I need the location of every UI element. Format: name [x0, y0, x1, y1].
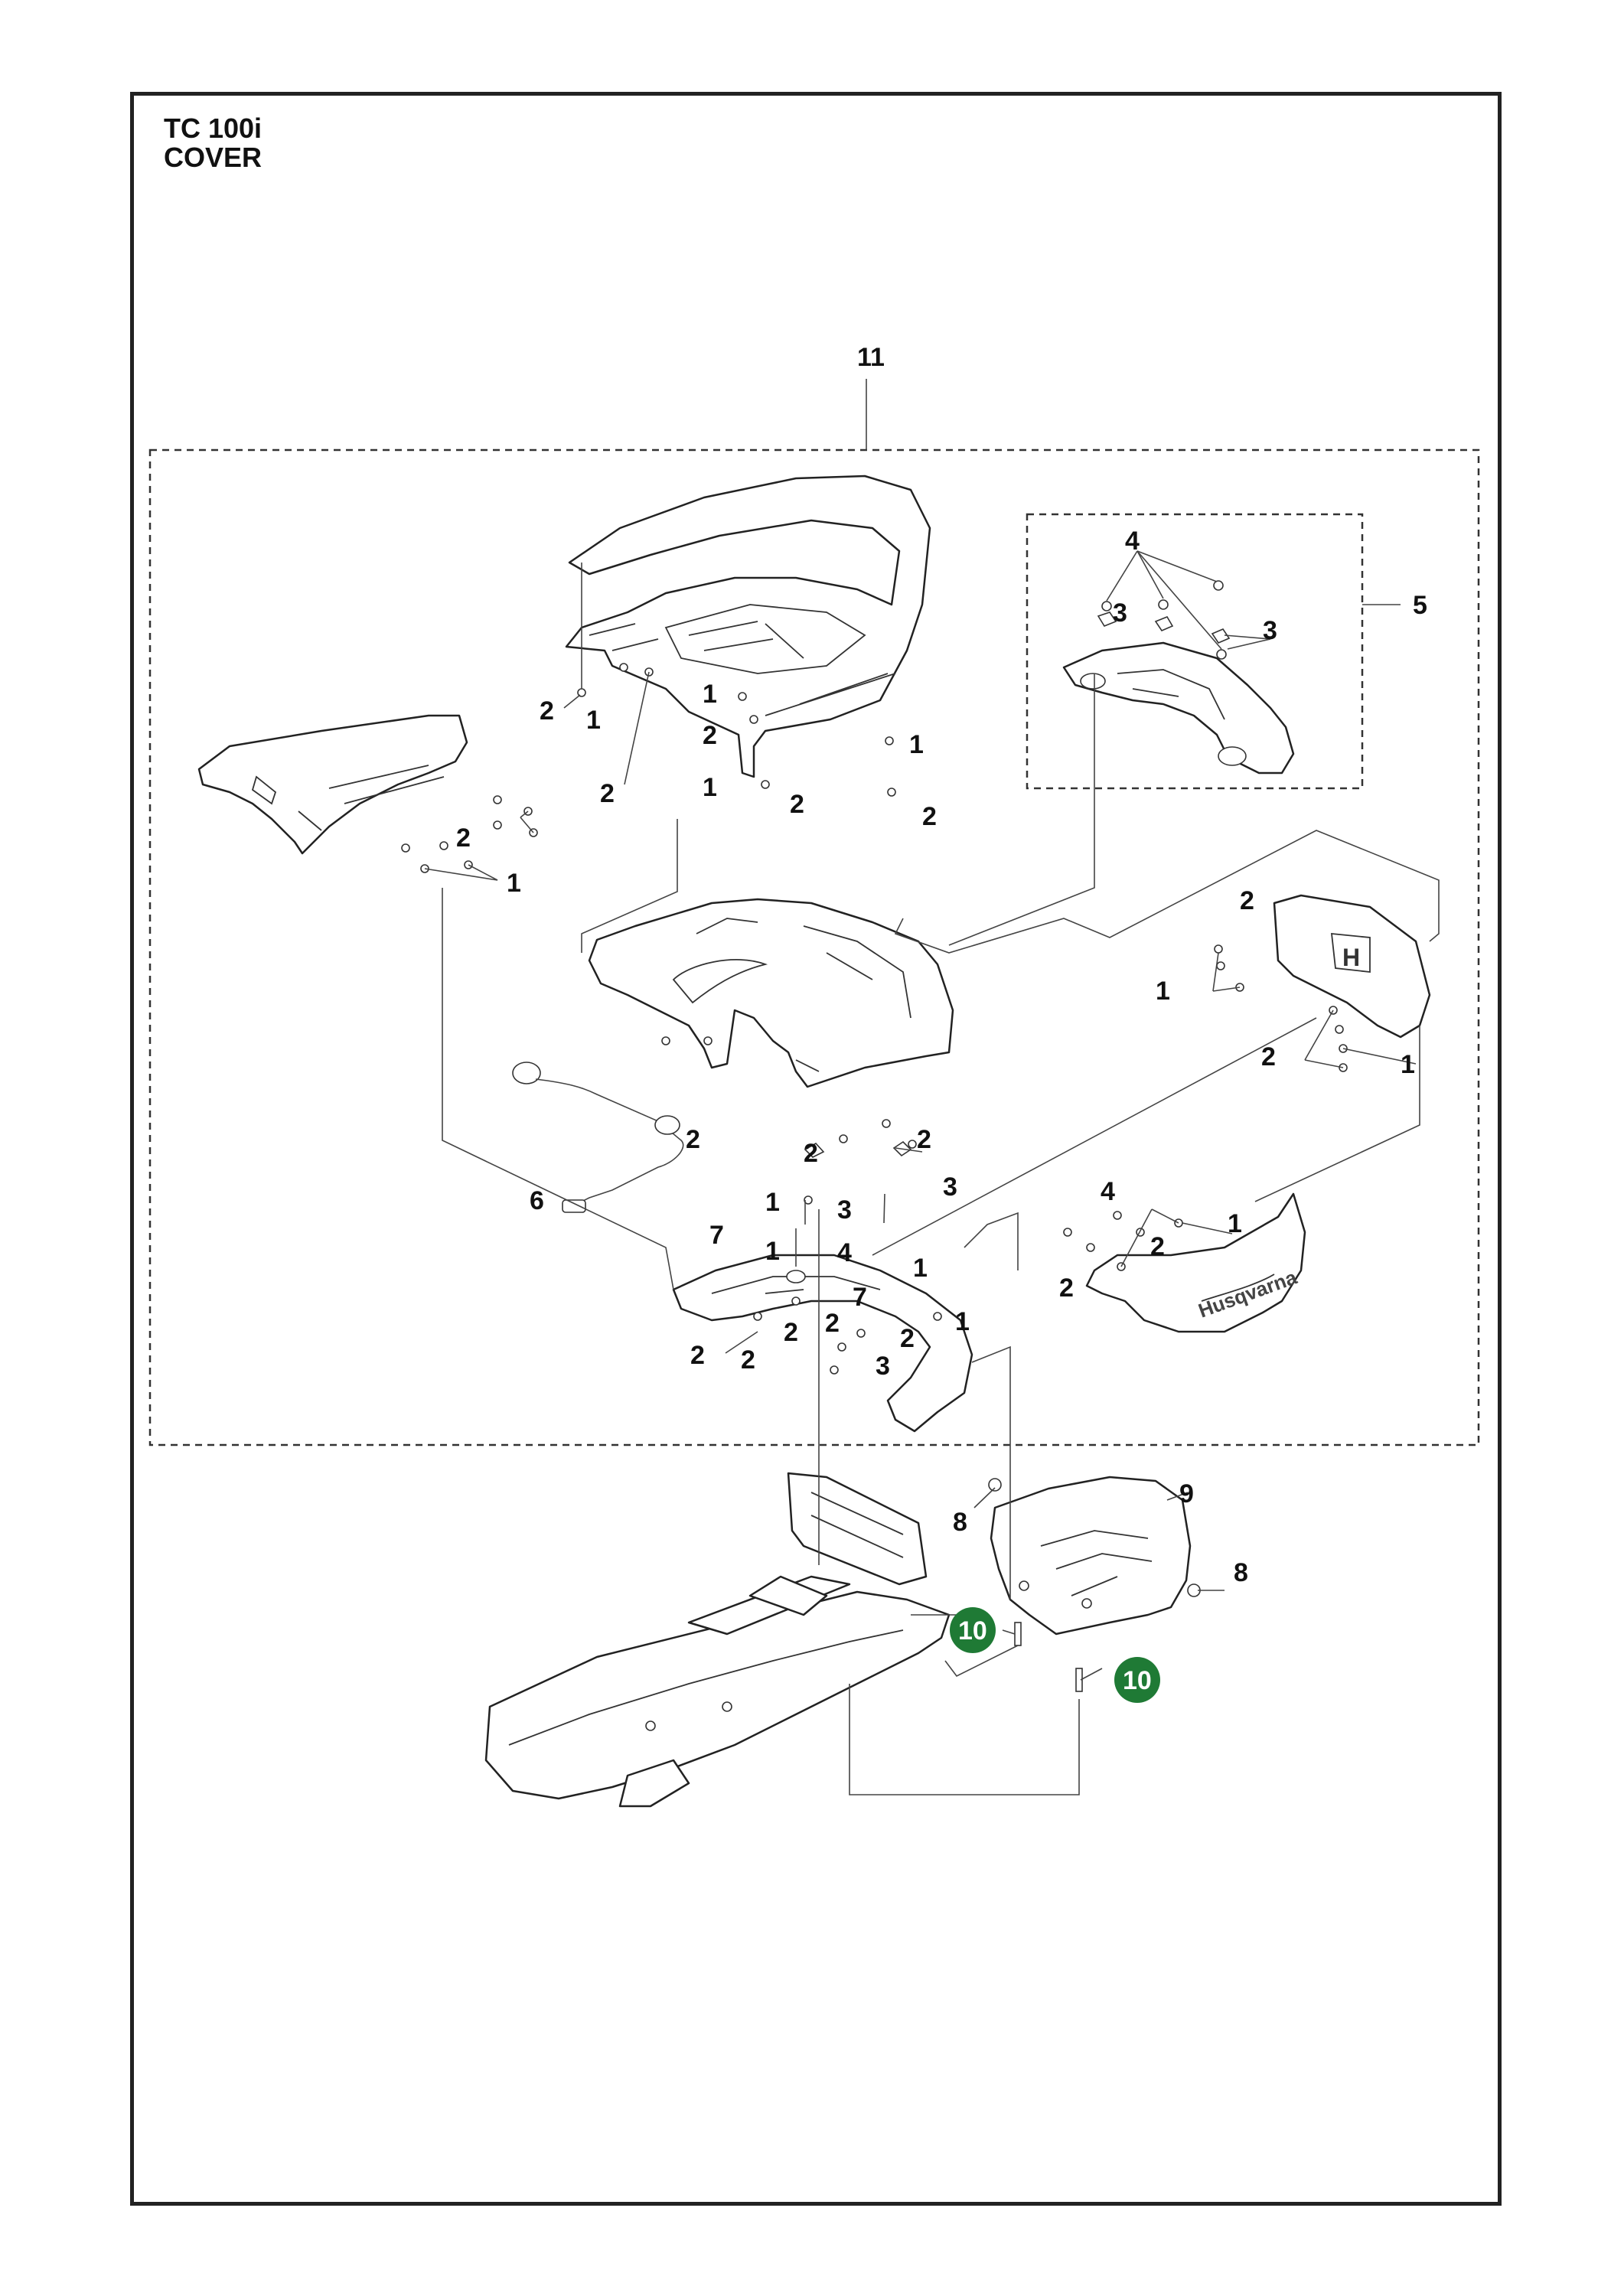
callout-2: 2: [540, 696, 554, 726]
callout-11: 11: [857, 343, 885, 372]
callout-labels: 11 5 6 7 7 9 8 8 10 10 4 3 3 2 1 2 1 2 1…: [456, 343, 1427, 1695]
callout-2: 1: [765, 1237, 780, 1266]
drawing-frame: [130, 92, 1502, 2206]
callout-8: 8: [1234, 1558, 1248, 1587]
callout-2: 2: [686, 1125, 700, 1154]
callout-9: 9: [1179, 1479, 1194, 1508]
callout-2: 2: [825, 1309, 840, 1338]
callout-1: 1: [703, 680, 717, 709]
callout-10: 10: [1123, 1666, 1152, 1695]
callout-3: 2: [900, 1324, 915, 1353]
callout-7: 7: [709, 1221, 724, 1250]
left-side-panel-part: [197, 714, 468, 855]
callout-2: 2: [703, 721, 717, 750]
callout-4: 1: [765, 1188, 780, 1217]
callout-4: 3: [876, 1352, 890, 1381]
callout-2: 2: [690, 1341, 705, 1370]
rear-cover-part: [990, 1476, 1192, 1636]
rear-cover-fasteners: [988, 1478, 1201, 1692]
callout-1: 2: [1059, 1274, 1074, 1303]
badge-10-left: [950, 1607, 996, 1653]
callout-leaders: [424, 550, 1417, 1681]
callout-4: 3: [943, 1172, 957, 1202]
callout-3: 3: [1113, 598, 1127, 628]
callout-10: 10: [958, 1616, 987, 1645]
callout-2: 4: [1101, 1177, 1115, 1206]
callout-1: 1: [1228, 1209, 1242, 1238]
assembly-5-boundary: [1026, 513, 1364, 790]
section-title: COVER: [164, 142, 263, 173]
wiring-harness-part: [512, 1062, 684, 1213]
model-title: TC 100i: [164, 113, 263, 144]
callout-2: 1: [1156, 977, 1170, 1006]
callout-1: 2: [1150, 1232, 1165, 1261]
lower-right-panel-fasteners: [1063, 1211, 1183, 1271]
chassis-frame-part: [484, 1472, 951, 1808]
callout-7: 7: [853, 1283, 867, 1312]
right-fender-fasteners: [1214, 944, 1348, 1072]
callout-2: 2: [600, 779, 615, 808]
callout-2: 1: [507, 869, 521, 898]
right-fender-part: H: [1273, 894, 1431, 1039]
callout-2: 2: [1261, 1042, 1276, 1071]
callout-2: 1: [913, 1254, 928, 1283]
callout-2: 2: [922, 802, 937, 831]
assembly-5-fasteners: [1097, 580, 1231, 660]
callout-3: 2: [804, 1139, 818, 1168]
front-foot-panel-part: [672, 1254, 973, 1433]
front-panel-fasteners: [753, 1296, 942, 1375]
top-cover-part: [565, 475, 931, 778]
callout-1: 3: [837, 1195, 852, 1225]
console-fasteners: [661, 1036, 917, 1205]
svg-text:H: H: [1342, 944, 1360, 971]
callout-3: 2: [784, 1318, 798, 1347]
assembly-guide-lines: [442, 673, 1440, 1795]
callout-4: 4: [1125, 527, 1140, 556]
callout-4: 2: [741, 1345, 755, 1375]
callout-2: 2: [790, 790, 804, 819]
badge-10-right: [1114, 1657, 1160, 1703]
callout-1: 1: [703, 773, 717, 802]
callout-8: 8: [953, 1508, 967, 1537]
callout-1: 2: [1240, 886, 1254, 915]
callout-6: 6: [530, 1186, 544, 1215]
callout-5: 5: [1413, 591, 1427, 620]
callout-2: 1: [955, 1307, 970, 1336]
seat-frame-part: [1062, 641, 1295, 775]
callout-1: 1: [586, 706, 601, 735]
callout-3: 2: [917, 1125, 931, 1154]
centre-console-part: [588, 898, 954, 1088]
callout-3: 3: [1263, 616, 1277, 645]
callout-1: 2: [456, 823, 471, 853]
assembly-11-boundary: [148, 448, 1480, 1446]
callout-2: 4: [837, 1238, 852, 1267]
callout-1: 1: [1401, 1050, 1415, 1079]
callout-1: 1: [909, 730, 924, 759]
